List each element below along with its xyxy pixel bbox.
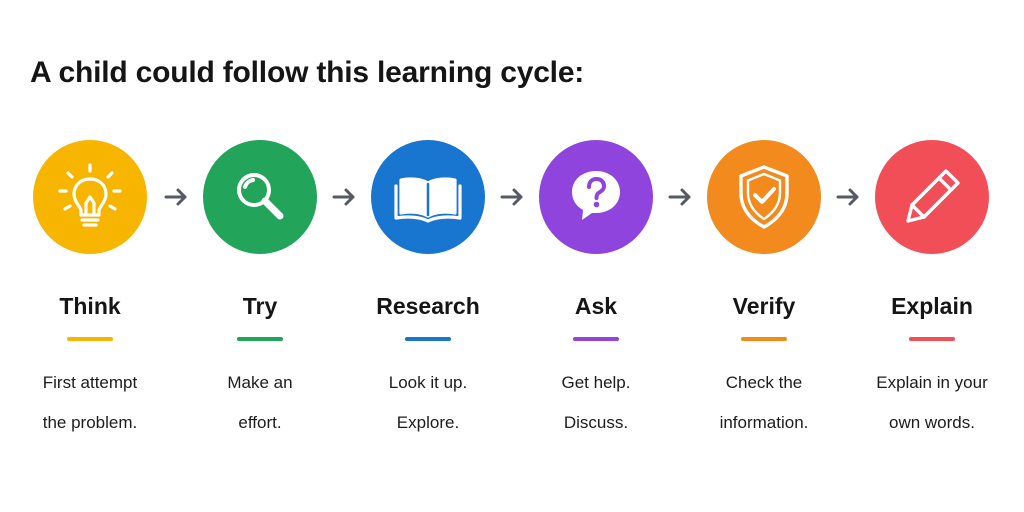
step-verify: Verify Check the information. xyxy=(674,140,854,443)
open-book-icon xyxy=(394,177,462,223)
step-description-line: Explain in your xyxy=(876,373,988,392)
try-circle xyxy=(203,140,317,254)
verify-circle xyxy=(707,140,821,254)
step-title: Verify xyxy=(732,293,796,319)
step-description-line: First attempt xyxy=(42,373,138,392)
arrow-right-icon xyxy=(668,188,691,206)
step-description: Get help. Discuss. xyxy=(562,363,631,443)
step-description-line: Explore. xyxy=(396,413,460,432)
step-description-line: effort. xyxy=(238,413,282,432)
arrow-right-icon xyxy=(164,188,187,206)
step-title: Try xyxy=(242,293,278,319)
lightbulb-icon xyxy=(58,163,122,227)
step-description-line: Discuss. xyxy=(563,413,629,432)
step-underline xyxy=(67,337,113,341)
explain-circle xyxy=(875,140,989,254)
magnifying-glass-icon xyxy=(237,173,284,220)
step-description: Make an effort. xyxy=(227,363,292,443)
step-description-line: Get help. xyxy=(561,373,631,392)
step-underline xyxy=(237,337,283,341)
step-description: Explain in your own words. xyxy=(876,363,988,443)
step-description-line: Make an xyxy=(227,373,293,392)
step-underline xyxy=(909,337,955,341)
step-title: Explain xyxy=(891,293,973,319)
step-underline xyxy=(405,337,451,341)
think-circle xyxy=(33,140,147,254)
step-title: Think xyxy=(59,293,121,319)
step-title: Research xyxy=(376,293,480,319)
arrow-right-icon xyxy=(332,188,355,206)
step-explain: Explain Explain in your own words. xyxy=(842,140,1022,443)
step-description-line: own words. xyxy=(889,413,975,432)
research-circle xyxy=(371,140,485,254)
ask-circle xyxy=(539,140,653,254)
step-description: Look it up. Explore. xyxy=(389,363,467,443)
question-bubble-icon xyxy=(572,171,620,220)
step-research: Research Look it up. Explore. xyxy=(338,140,518,443)
step-think: Think First attempt the problem. xyxy=(0,140,180,443)
step-description: First attempt the problem. xyxy=(43,363,138,443)
arrow-right-icon xyxy=(836,188,859,206)
step-description-line: Look it up. xyxy=(388,373,468,392)
arrow-right-icon xyxy=(500,188,523,206)
step-ask: Ask Get help. Discuss. xyxy=(506,140,686,443)
shield-check-icon xyxy=(739,165,789,229)
step-description-line: Check the xyxy=(725,373,803,392)
step-title: Ask xyxy=(574,293,618,319)
page-title: A child could follow this learning cycle… xyxy=(30,56,585,89)
pencil-icon xyxy=(906,169,960,223)
step-underline xyxy=(573,337,619,341)
step-description-line: the problem. xyxy=(42,413,138,432)
step-underline xyxy=(741,337,787,341)
step-try: Try Make an effort. xyxy=(170,140,350,443)
step-description: Check the information. xyxy=(720,363,809,443)
step-description-line: information. xyxy=(719,413,809,432)
